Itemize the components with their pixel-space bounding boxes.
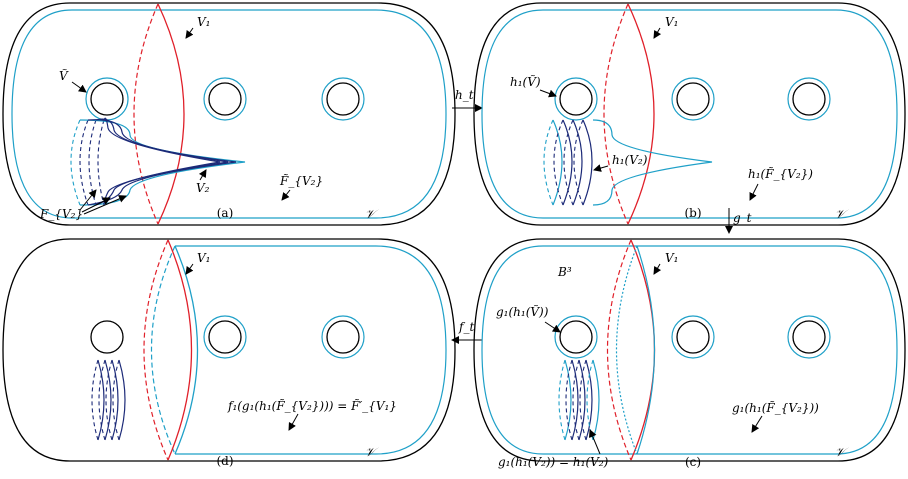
- caption-b: (b): [684, 206, 701, 220]
- label-f1: f₁(g₁(h₁(F̃_{V₂}))) = F̃′_{V₁}: [227, 398, 397, 413]
- v1-curve-back: [133, 3, 159, 225]
- panel-d: V₁ f₁(g₁(h₁(F̃_{V₂}))) = F̃′_{V₁} (d) 𝒱: [2, 238, 456, 468]
- caption-c: (c): [685, 455, 701, 469]
- surface-inner-cyan: [481, 9, 898, 219]
- hole-cyan: [321, 77, 365, 121]
- label-h1f: h₁(F̃_{V₂}): [748, 166, 813, 181]
- label-v1: V₁: [665, 15, 678, 29]
- v2-finger: [87, 119, 237, 206]
- label-calV: 𝒱: [365, 445, 379, 459]
- surface-outline: [473, 2, 906, 226]
- label-b3: B³: [557, 265, 572, 279]
- hole: [208, 82, 242, 116]
- label-g1h1f: g₁(h₁(F̃_{V₂})): [732, 400, 819, 415]
- panel-b: V₁ h₁(Ṽ) h₁(V₂) h₁(F̃_{V₂}) (b) 𝒱: [473, 2, 906, 226]
- label-ftilde: F̃_{V₂}: [279, 173, 323, 188]
- label-vtilde: Ṽ: [59, 68, 69, 83]
- label-v1: V₁: [665, 251, 678, 265]
- v2-finger: [79, 119, 246, 206]
- label-h1v2: h₁(V₂): [612, 153, 648, 167]
- v2-finger: [103, 117, 221, 206]
- label-ft: f_t: [458, 320, 474, 334]
- surface-outline: [473, 238, 906, 462]
- v1-curve-front: [157, 3, 185, 225]
- panel-c: B³ V₁ g₁(h₁(Ṽ)) g₁(h₁(F̃_{V₂})) g₁(h₁(V₂…: [473, 238, 906, 469]
- label-calV: 𝒱: [835, 445, 849, 459]
- hole: [90, 82, 124, 116]
- label-calV: 𝒱: [835, 207, 849, 221]
- surface-inner-cyan: [481, 245, 898, 455]
- hole: [326, 82, 360, 116]
- surface-outline: [2, 2, 456, 226]
- v2-back: [70, 119, 81, 206]
- label-fv2: F_{V₂}: [39, 207, 83, 221]
- caption-d: (d): [216, 454, 233, 468]
- label-v1: V₁: [197, 15, 210, 29]
- label-ht: h_t: [455, 88, 474, 102]
- label-v2: V₂: [196, 181, 210, 195]
- label-gt: g_t: [733, 211, 752, 225]
- label-calV: 𝒱: [365, 207, 379, 221]
- label-g1h1v: g₁(h₁(Ṽ)): [496, 304, 549, 319]
- hole-cyan: [85, 77, 129, 121]
- v2-finger: [95, 118, 229, 206]
- v2-back: [97, 119, 105, 206]
- v2-back: [88, 119, 97, 206]
- label-g1h1v2: g₁(h₁(V₂)) = h₁(V₂): [498, 455, 609, 469]
- hole-cyan: [203, 77, 247, 121]
- caption-a: (a): [217, 206, 234, 220]
- panel-a: V₁ Ṽ V₂ F̃_{V₂} F_{V₂} (a) 𝒱: [2, 2, 456, 226]
- label-v1: V₁: [197, 251, 210, 265]
- surface-inner-cyan: [11, 9, 447, 219]
- v2-back: [79, 119, 89, 206]
- surface-inner-cyan: [175, 245, 447, 455]
- surface-outline: [2, 238, 456, 462]
- label-h1v: h₁(Ṽ): [510, 74, 541, 89]
